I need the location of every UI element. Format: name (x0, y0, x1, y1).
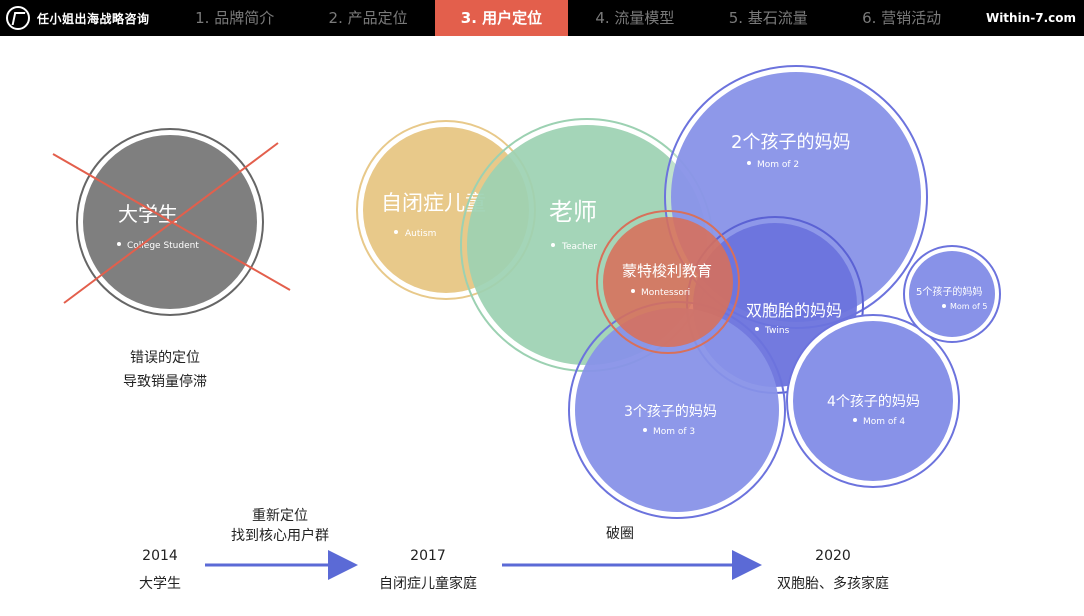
timeline-label: 自闭症儿童家庭 (379, 576, 477, 592)
timeline-year: 2014 (142, 548, 178, 564)
timeline-label: 双胞胎、多孩家庭 (777, 576, 889, 592)
timeline-year: 2020 (815, 548, 851, 564)
wrong-positioning-caption: 错误的定位 导致销量停滞 (100, 346, 230, 394)
top-nav-bar: 任小姐出海战略咨询 1. 品牌简介 2. 产品定位 3. 用户定位 4. 流量模… (0, 0, 1084, 36)
mom5-title: 5个孩子的妈妈 (916, 285, 982, 298)
twins-sub: Twins (764, 326, 790, 336)
wrong-circle-sub: College Student (127, 241, 199, 251)
teacher-title: 老师 (549, 198, 597, 226)
tab-base-traffic[interactable]: 5. 基石流量 (728, 9, 808, 27)
timeline-point-2020: 2020 双胞胎、多孩家庭 (758, 542, 908, 598)
transition-2-line1: 破圈 (606, 526, 634, 542)
brand-name: 任小姐出海战略咨询 (37, 11, 150, 26)
mom3-sub: Mom of 3 (653, 427, 695, 437)
teacher-sub: Teacher (561, 242, 597, 252)
tab-user-positioning[interactable]: 3. 用户定位 (434, 0, 569, 36)
timeline-label: 大学生 (139, 576, 181, 592)
wrong-circle-title: 大学生 (118, 202, 178, 226)
tab-traffic-model[interactable]: 4. 流量模型 (595, 9, 675, 27)
brand-logo-icon (6, 6, 30, 30)
site-url[interactable]: Within-7.com (985, 11, 1076, 25)
montessori-sub: Montessori (641, 288, 690, 298)
twins-title: 双胞胎的妈妈 (746, 301, 842, 320)
tab-product-positioning[interactable]: 2. 产品定位 (328, 9, 408, 27)
mom4-title: 4个孩子的妈妈 (827, 394, 920, 410)
user-positioning-diagram: 大学生 College Student 自闭症儿童 Autism 老师 Teac… (52, 65, 1001, 580)
section-tabs: 1. 品牌简介 2. 产品定位 3. 用户定位 4. 流量模型 5. 基石流量 … (168, 0, 968, 36)
transition-1-line2: 找到核心用户群 (231, 528, 329, 544)
tab-marketing-activities[interactable]: 6. 营销活动 (862, 9, 942, 27)
transition-label-1: 重新定位 找到核心用户群 (210, 506, 350, 546)
timeline-point-2017: 2017 自闭症儿童家庭 (358, 542, 498, 598)
montessori-title: 蒙特梭利教育 (622, 262, 712, 280)
mom2-sub: Mom of 2 (757, 160, 799, 170)
segment-mom-of-4: 4个孩子的妈妈 Mom of 4 (786, 314, 960, 488)
segment-mom-of-5: 5个孩子的妈妈 Mom of 5 (903, 245, 1001, 343)
timeline-year: 2017 (410, 548, 446, 564)
twins-label: 双胞胎的妈妈 Twins (746, 301, 842, 336)
tab-brand-intro[interactable]: 1. 品牌简介 (195, 9, 275, 27)
mom4-sub: Mom of 4 (863, 417, 905, 427)
brand[interactable]: 任小姐出海战略咨询 (6, 5, 150, 31)
segment-montessori: 蒙特梭利教育 Montessori (596, 210, 740, 354)
wrong-caption-line2: 导致销量停滞 (123, 374, 207, 390)
cross-mark-icon (52, 142, 291, 304)
wrong-caption-line1: 错误的定位 (130, 350, 200, 366)
transition-1-line1: 重新定位 (252, 508, 308, 524)
autism-sub: Autism (405, 229, 436, 239)
segment-mom-of-3: 3个孩子的妈妈 Mom of 3 (568, 301, 786, 519)
autism-title: 自闭症儿童 (381, 191, 486, 215)
mom5-sub: Mom of 5 (950, 302, 987, 311)
mom2-title: 2个孩子的妈妈 (731, 132, 850, 153)
mom3-title: 3个孩子的妈妈 (624, 404, 717, 420)
transition-label-2: 破圈 (570, 524, 670, 544)
timeline-point-2014: 2014 大学生 (110, 542, 210, 598)
